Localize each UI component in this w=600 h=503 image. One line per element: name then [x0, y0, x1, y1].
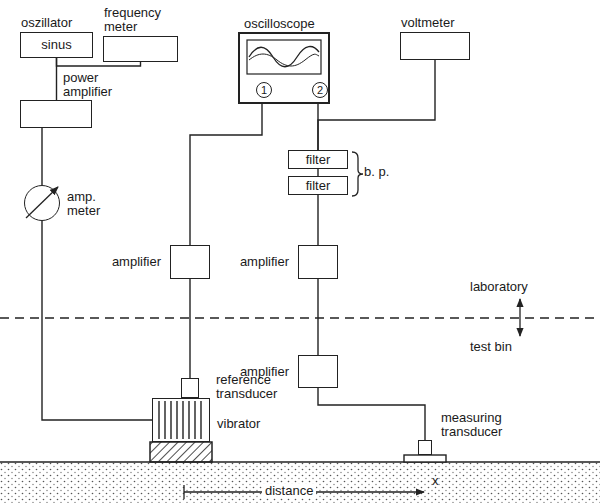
meter-needle	[26, 187, 58, 218]
signal-wire	[57, 58, 141, 66]
signal-wire	[318, 388, 425, 440]
vibrator-fins	[159, 401, 201, 439]
device-box: oszillatorsinus	[20, 32, 93, 58]
channel-number: 1	[256, 82, 272, 98]
signal-wire	[317, 279, 318, 355]
device-label: vibrator	[217, 417, 260, 431]
meter-circle: amp. meter	[24, 185, 60, 221]
channel-number: 2	[312, 82, 328, 98]
device-box: oscilloscope12	[238, 32, 330, 104]
signal-wire	[190, 104, 262, 245]
signal-wire	[42, 221, 152, 420]
device-box: voltmeter	[400, 32, 470, 60]
soil	[0, 462, 600, 503]
device-box: filter	[288, 176, 348, 195]
annotation-label: x	[432, 474, 439, 488]
device-label: reference transducer	[216, 373, 277, 401]
device-label: amplifier	[112, 255, 161, 269]
oscilloscope-screen	[247, 40, 321, 74]
device-box: amplifier	[170, 245, 210, 279]
separation-line	[0, 317, 600, 318]
device-label: measuring transducer	[441, 411, 502, 439]
device-box: vibrator	[152, 398, 210, 442]
annotation-label: distance	[262, 484, 316, 498]
signal-wire	[318, 60, 435, 150]
ground-surface	[0, 461, 600, 463]
device-box: amplifier	[298, 245, 338, 279]
device-label: oszillator	[21, 16, 72, 30]
device-label: amp. meter	[67, 190, 100, 218]
device-label: frequency meter	[104, 6, 161, 34]
double-arrow	[519, 299, 520, 336]
device-label: power amplifier	[63, 71, 112, 99]
device-box: amplifier	[298, 355, 338, 388]
signal-wire	[41, 128, 42, 185]
device-label: amplifier	[240, 255, 289, 269]
annotation-label: b. p.	[364, 165, 389, 179]
device-box: reference transducer	[181, 378, 199, 398]
device-label: filter	[306, 153, 331, 167]
signal-wire	[189, 279, 190, 378]
device-label: filter	[306, 179, 331, 193]
signal-wire	[317, 195, 318, 245]
transducer-plate	[404, 455, 446, 462]
annotation-label: test bin	[470, 340, 512, 354]
device-box: measuring transducer	[418, 440, 432, 455]
annotation-label: laboratory	[470, 280, 528, 294]
device-label: sinus	[41, 38, 71, 52]
signal-wire	[317, 169, 318, 176]
vibrator-base	[150, 442, 212, 462]
device-label: voltmeter	[401, 16, 454, 30]
device-label: oscilloscope	[244, 17, 315, 31]
device-box: power amplifier	[20, 100, 92, 128]
device-box: filter	[288, 150, 348, 169]
bracket	[352, 152, 363, 196]
device-box: frequency meter	[103, 36, 178, 62]
signal-wire	[56, 58, 57, 100]
